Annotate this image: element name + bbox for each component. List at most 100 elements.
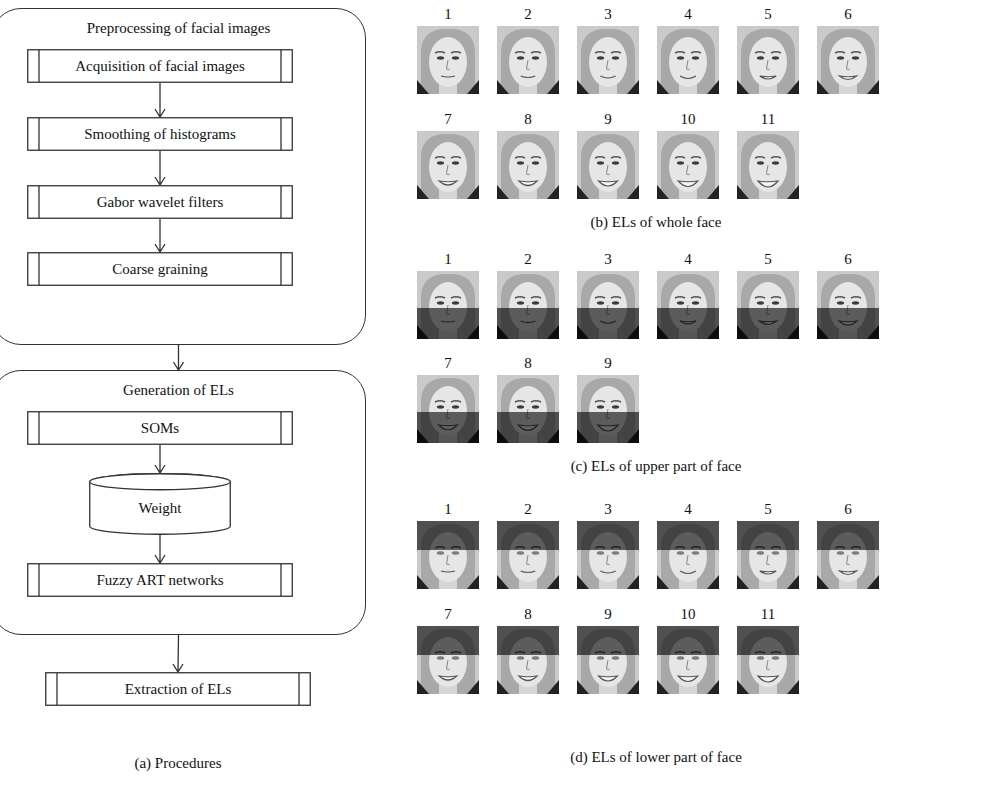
image-number-wrap: 6 — [828, 250, 868, 268]
flow-arrow — [155, 83, 165, 117]
image-number-wrap: 8 — [508, 354, 548, 372]
group-panel: Generation of ELsSOMsWeightFuzzy ART net… — [0, 370, 366, 635]
image-number: 8 — [524, 355, 532, 371]
group-heading: Generation of ELs — [0, 382, 365, 399]
image-number: 2 — [524, 251, 532, 267]
box-label: SOMs — [141, 420, 179, 437]
image-number: 5 — [764, 501, 772, 517]
face-image — [497, 375, 559, 443]
flow-arrow — [155, 219, 165, 252]
image-number: 10 — [681, 606, 696, 622]
face-image — [657, 131, 719, 199]
process-box: Smoothing of histograms — [27, 117, 293, 151]
image-number-wrap: 6 — [828, 5, 868, 23]
figure-caption-wrap: (a) Procedures — [28, 754, 328, 772]
figure-caption-wrap: (c) ELs of upper part of face — [456, 457, 856, 475]
image-number: 3 — [604, 501, 612, 517]
process-box: Acquisition of facial images — [27, 49, 293, 83]
image-number-wrap: 8 — [508, 605, 548, 623]
image-number-wrap: 5 — [748, 5, 788, 23]
image-number: 1 — [444, 6, 452, 22]
face-image — [577, 375, 639, 443]
image-number-wrap: 5 — [748, 500, 788, 518]
flow-arrow — [155, 535, 165, 563]
image-number: 9 — [604, 111, 612, 127]
flow-arrow — [155, 151, 165, 185]
image-number: 5 — [764, 6, 772, 22]
face-image — [817, 271, 879, 339]
image-number-wrap: 2 — [508, 500, 548, 518]
box-label: Weight — [139, 500, 182, 517]
group-panel: Preprocessing of facial imagesAcquisitio… — [0, 8, 366, 345]
image-number-wrap: 10 — [668, 605, 708, 623]
box-label: Extraction of ELs — [125, 681, 232, 698]
face-image — [657, 271, 719, 339]
image-number-wrap: 1 — [428, 250, 468, 268]
face-image — [497, 521, 559, 589]
image-number: 7 — [444, 355, 452, 371]
process-box: Extraction of ELs — [45, 672, 311, 706]
face-image — [497, 131, 559, 199]
face-image — [497, 271, 559, 339]
database-cylinder: Weight — [89, 473, 231, 535]
face-image — [417, 626, 479, 694]
face-image — [737, 271, 799, 339]
face-image — [737, 521, 799, 589]
figure-caption-wrap: (d) ELs of lower part of face — [456, 748, 856, 766]
face-image — [657, 521, 719, 589]
flow-arrow — [174, 345, 184, 370]
face-image — [577, 26, 639, 94]
image-number: 1 — [444, 501, 452, 517]
image-number: 1 — [444, 251, 452, 267]
face-image — [417, 271, 479, 339]
image-number-wrap: 9 — [588, 354, 628, 372]
image-number: 3 — [604, 6, 612, 22]
image-number-wrap: 9 — [588, 110, 628, 128]
image-number-wrap: 6 — [828, 500, 868, 518]
image-number: 2 — [524, 501, 532, 517]
image-number: 8 — [524, 111, 532, 127]
figure-caption: (a) Procedures — [134, 755, 221, 771]
image-number-wrap: 5 — [748, 250, 788, 268]
face-image — [577, 521, 639, 589]
image-number-wrap: 2 — [508, 5, 548, 23]
face-image — [737, 626, 799, 694]
image-number-wrap: 3 — [588, 5, 628, 23]
image-number: 6 — [844, 251, 852, 267]
face-image — [577, 271, 639, 339]
face-image — [497, 626, 559, 694]
image-number-wrap: 7 — [428, 110, 468, 128]
image-number: 4 — [684, 501, 692, 517]
image-number-wrap: 3 — [588, 250, 628, 268]
face-image — [577, 626, 639, 694]
group-heading: Preprocessing of facial images — [0, 20, 365, 37]
image-number: 2 — [524, 6, 532, 22]
image-number-wrap: 3 — [588, 500, 628, 518]
image-number-wrap: 4 — [668, 5, 708, 23]
face-image — [817, 26, 879, 94]
face-image — [657, 26, 719, 94]
image-number: 10 — [681, 111, 696, 127]
box-label: Smoothing of histograms — [84, 126, 236, 143]
flow-arrow — [155, 445, 165, 473]
face-image — [817, 521, 879, 589]
face-image — [417, 26, 479, 94]
face-image — [737, 26, 799, 94]
figure-caption-wrap: (b) ELs of whole face — [456, 213, 856, 231]
image-number: 9 — [604, 606, 612, 622]
figure-caption: (d) ELs of lower part of face — [570, 749, 742, 765]
image-number-wrap: 2 — [508, 250, 548, 268]
face-image — [737, 131, 799, 199]
process-box: SOMs — [27, 411, 293, 445]
image-number: 8 — [524, 606, 532, 622]
image-number-wrap: 7 — [428, 354, 468, 372]
image-number: 5 — [764, 251, 772, 267]
image-number-wrap: 11 — [748, 605, 788, 623]
image-number-wrap: 4 — [668, 250, 708, 268]
box-label: Gabor wavelet filters — [97, 194, 224, 211]
image-number: 4 — [684, 251, 692, 267]
image-number-wrap: 1 — [428, 5, 468, 23]
image-number: 6 — [844, 6, 852, 22]
figure-caption: (c) ELs of upper part of face — [571, 458, 742, 474]
face-image — [497, 26, 559, 94]
